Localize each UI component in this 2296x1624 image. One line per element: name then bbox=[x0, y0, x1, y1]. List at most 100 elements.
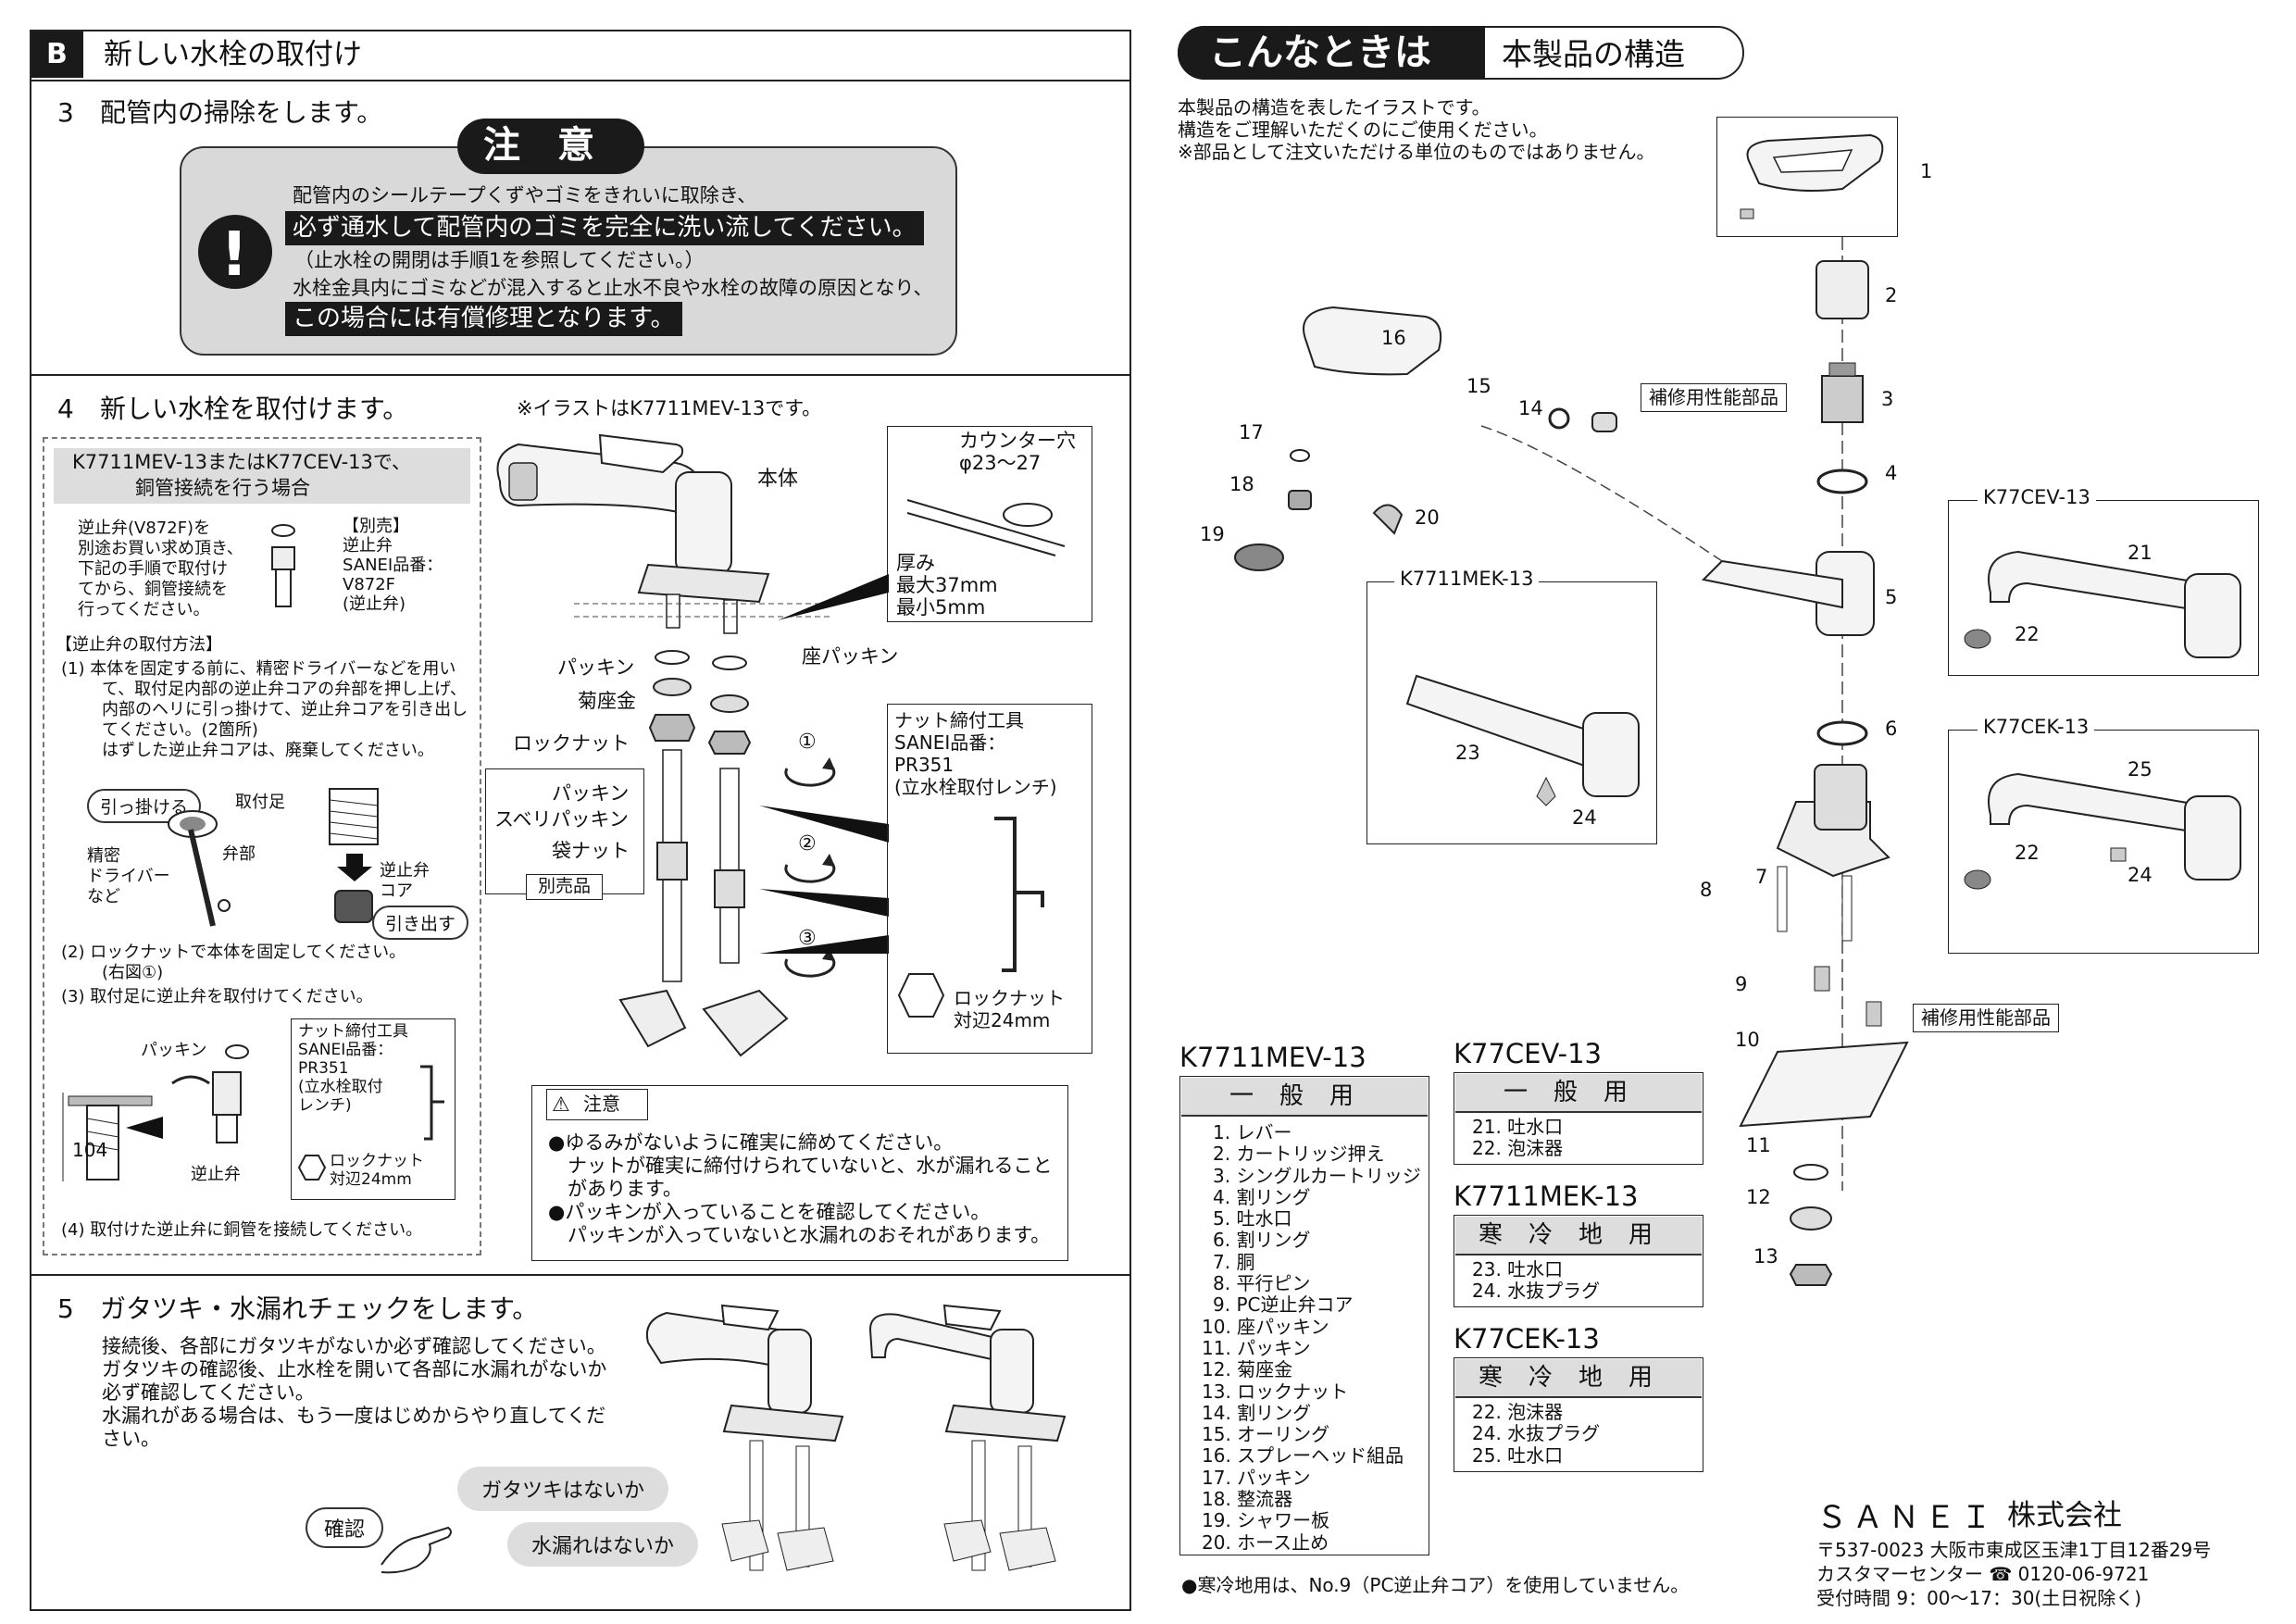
part-label-24b: 24 bbox=[2128, 864, 2152, 886]
mount-leg-illustration bbox=[329, 788, 379, 923]
table-cek-head: 寒冷地用 bbox=[1455, 1359, 1702, 1398]
rotate-arrows bbox=[784, 757, 836, 978]
copper-box-title-1: K7711MEV-13またはK77CEV-13で、 bbox=[72, 451, 412, 473]
cek-diagram-box bbox=[1948, 730, 2259, 954]
leak-check-label: 水漏れはないか bbox=[507, 1522, 699, 1567]
part-label-13: 13 bbox=[1753, 1245, 1778, 1268]
right-header-main: こんなときは bbox=[1209, 31, 1431, 74]
caution-small-header bbox=[546, 1089, 648, 1120]
part1-box bbox=[1716, 117, 1898, 237]
table-cev bbox=[1454, 1072, 1703, 1165]
kikuza-label: 菊座金 bbox=[578, 690, 636, 712]
table-mev-model: K7711MEV-13 bbox=[1179, 1042, 1366, 1073]
part-label-11: 11 bbox=[1746, 1134, 1771, 1156]
part-label-1: 1 bbox=[1920, 160, 1933, 182]
step5-number: 5 bbox=[57, 1293, 74, 1324]
circled-3: ③ bbox=[798, 927, 817, 950]
caution-small-text: ●ゆるみがないように確実に締めてください。 ナットが確実に締付けられていないと、… bbox=[548, 1131, 1053, 1246]
packing-label-small: パッキン bbox=[141, 1041, 207, 1060]
check-label: 確認 bbox=[306, 1507, 384, 1548]
sold-label: 別売品 bbox=[526, 874, 604, 900]
cek-diagram-title: K77CEK-13 bbox=[1978, 715, 2095, 740]
part-label-24a: 24 bbox=[1572, 806, 1597, 829]
cev-diagram-title: K77CEV-13 bbox=[1978, 485, 2096, 510]
dim-104: 104 bbox=[72, 1139, 108, 1161]
part-label-5: 5 bbox=[1885, 586, 1898, 608]
part-label-25: 25 bbox=[2128, 758, 2152, 781]
table-mek bbox=[1454, 1215, 1703, 1307]
section-b-badge bbox=[31, 31, 83, 78]
section-b-letter: B bbox=[46, 38, 68, 70]
hex-nut-big-icon bbox=[897, 973, 945, 1018]
method-step-1: (1) 本体を固定する前に、精密ドライバーなどを用い て、取付足内部の逆止弁コア… bbox=[61, 659, 468, 760]
packing-label-1: パッキン bbox=[557, 656, 635, 679]
exclamation-icon bbox=[198, 215, 272, 289]
method-step-3: (3) 取付足に逆止弁を取付けてください。 bbox=[61, 987, 373, 1006]
part-label-22a: 22 bbox=[2015, 623, 2040, 645]
step3-line-5: この場合には有償修理となります。 bbox=[285, 302, 682, 336]
pointer-to-tool bbox=[759, 806, 889, 954]
part-label-19: 19 bbox=[1200, 523, 1225, 545]
part-label-9: 9 bbox=[1735, 973, 1748, 995]
part-label-12: 12 bbox=[1746, 1186, 1771, 1208]
part-label-18: 18 bbox=[1229, 473, 1254, 495]
driver-label: 精密ドライバーなど bbox=[87, 846, 170, 906]
check-valve-label: 逆止弁 bbox=[191, 1165, 241, 1184]
tool-box-big bbox=[887, 704, 1092, 1054]
part-label-6: 6 bbox=[1885, 718, 1898, 740]
table-mek-model: K7711MEK-13 bbox=[1454, 1181, 1639, 1212]
pull-out-label: 引き出す bbox=[372, 906, 469, 940]
copper-connection-box bbox=[43, 437, 481, 1255]
check-core-label: 逆止弁コア bbox=[380, 861, 430, 901]
wrench-big-icon bbox=[994, 817, 1044, 972]
part-label-3: 3 bbox=[1881, 388, 1894, 410]
bag-nut-label: 袋ナット bbox=[552, 840, 630, 862]
step3-line-4: 水栓金具内にゴミなどが混入すると止水不良や水栓の故障の原因となり、 bbox=[293, 277, 933, 299]
method-title: 【逆止弁の取付方法】 bbox=[56, 635, 222, 655]
locknut-big-text: ロックナット対辺24mm bbox=[954, 987, 1065, 1031]
step3-line-3: （止水栓の開閉は手順1を参照してください。） bbox=[294, 249, 705, 271]
body-label: 本体 bbox=[757, 468, 799, 491]
part-label-15: 15 bbox=[1466, 375, 1491, 397]
check-faucet-illustration-2 bbox=[868, 1304, 1067, 1571]
counter-hole-illustration bbox=[906, 499, 1066, 556]
table-mev-head: 一般用 bbox=[1181, 1078, 1428, 1117]
locknut-label: ロックナット bbox=[513, 732, 630, 755]
step3-number: 3 bbox=[57, 97, 74, 128]
repair-part-label-2: 補修用性能部品 bbox=[1913, 1004, 2059, 1032]
structure-intro: 本製品の構造を表したイラストです。構造をご理解いただくのにご使用ください。※部品… bbox=[1178, 96, 1655, 163]
cev-diagram-box bbox=[1948, 500, 2259, 676]
loose-check-label: ガタツキはないか bbox=[457, 1467, 669, 1511]
part-label-16: 16 bbox=[1381, 327, 1406, 349]
step3-line-1: 配管内のシールテープくずやゴミをきれいに取除き、 bbox=[293, 184, 757, 206]
copper-box-title-2: 銅管接続を行う場合 bbox=[135, 477, 310, 499]
tool-box-small bbox=[291, 1018, 455, 1200]
locknut-small-text: ロックナット対辺24mm bbox=[330, 1152, 424, 1189]
wrench-small-icon bbox=[420, 1065, 444, 1141]
part-label-14: 14 bbox=[1518, 397, 1543, 419]
part-label-22b: 22 bbox=[2015, 842, 2040, 864]
customer-center: カスタマーセンター ☎ 0120-06-9721 bbox=[1816, 1563, 2150, 1585]
step5-title: ガタツキ・水漏れチェックをします。 bbox=[100, 1293, 539, 1324]
part-label-21: 21 bbox=[2128, 542, 2152, 564]
exclamation-mark: ! bbox=[220, 219, 249, 290]
part-label-8: 8 bbox=[1700, 879, 1713, 901]
copper-box-title-bg bbox=[54, 448, 470, 504]
step4-divider bbox=[30, 1274, 1131, 1276]
step3-divider bbox=[30, 374, 1131, 376]
method-step-4: (4) 取付けた逆止弁に銅管を接続してください。 bbox=[61, 1220, 423, 1240]
part-label-17: 17 bbox=[1239, 421, 1264, 443]
seat-packing-label: 座パッキン bbox=[802, 645, 899, 668]
company-address: 〒537-0023 大阪市東成区玉津1丁目12番29号 bbox=[1816, 1539, 2212, 1561]
mek-spout-illustration bbox=[1405, 674, 1640, 806]
left-page-frame bbox=[30, 30, 1131, 1611]
table-cev-model: K77CEV-13 bbox=[1454, 1038, 1602, 1069]
exploded-diagram bbox=[1234, 133, 1909, 1286]
pointing-hand-icon bbox=[381, 1526, 452, 1574]
part-label-2: 2 bbox=[1885, 284, 1898, 306]
